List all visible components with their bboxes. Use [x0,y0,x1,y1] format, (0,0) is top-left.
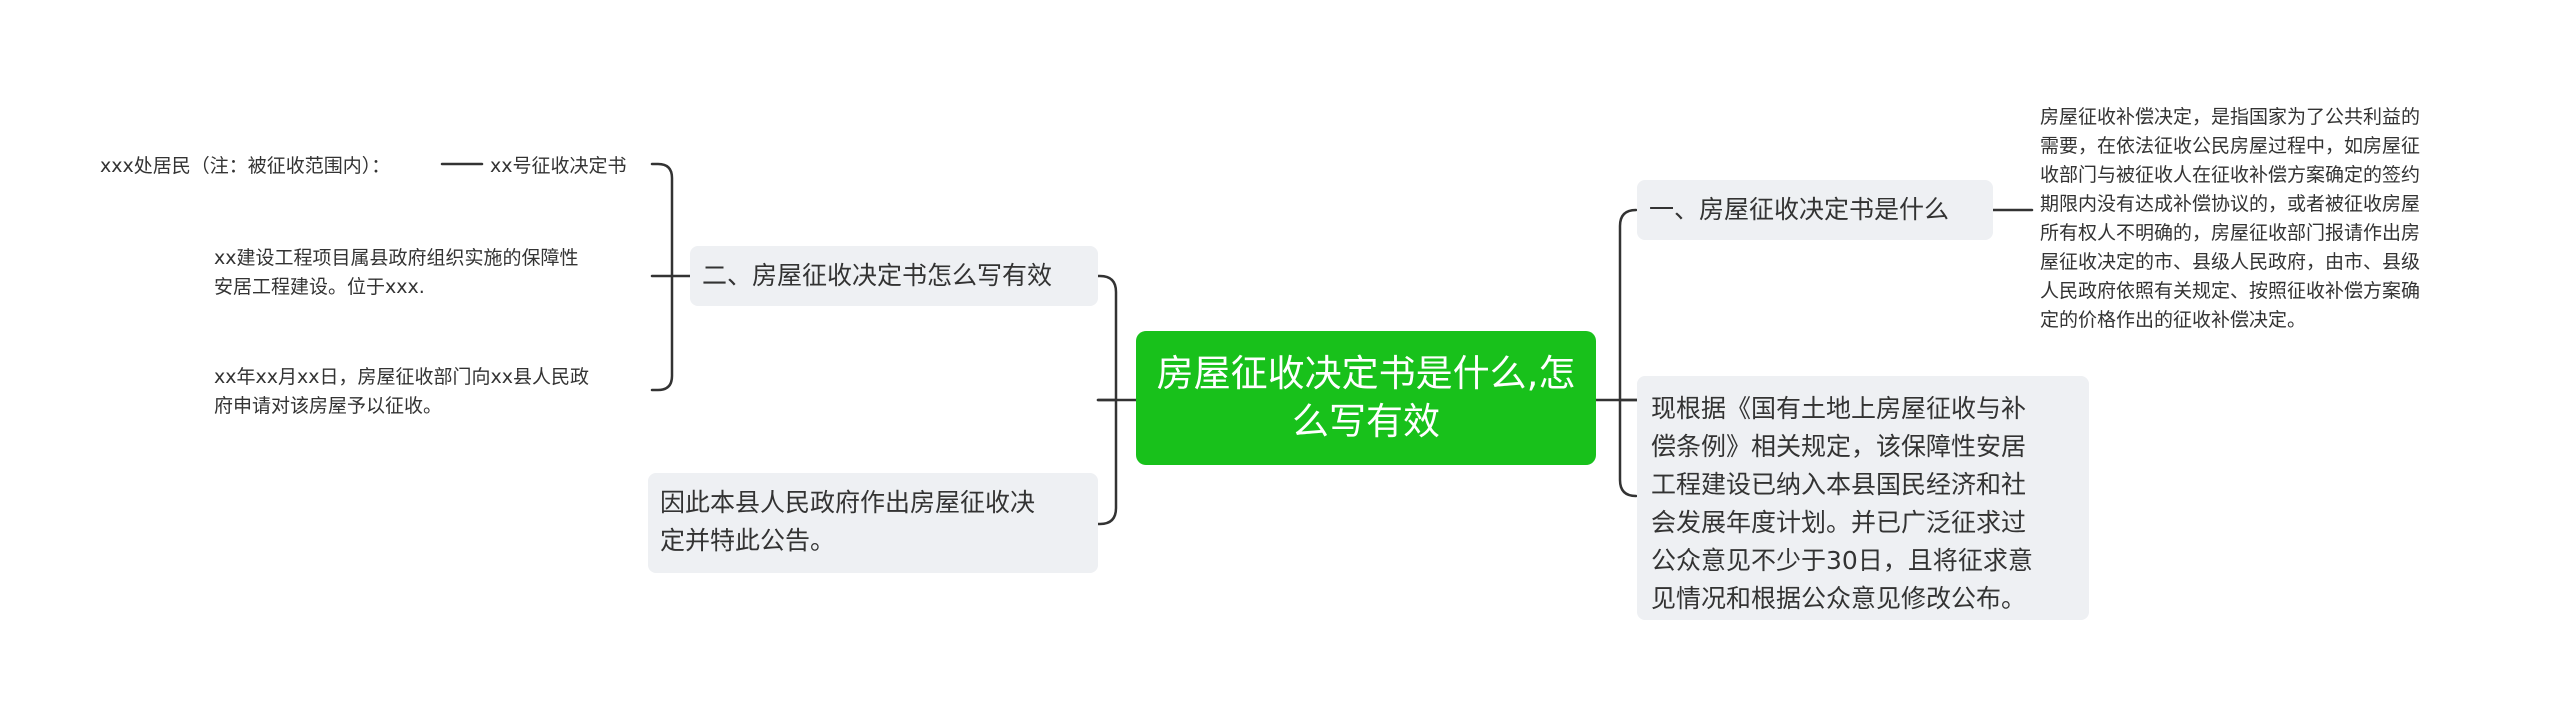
subtopic-application-date[interactable]: xx年xx月xx日，房屋征收部门向xx县人民政 府申请对该房屋予以征收。 [214,366,589,417]
topic-announcement[interactable]: 因此本县人民政府作出房屋征收决 定并特此公告。 [648,473,1098,573]
topic-legal-basis[interactable]: 现根据《国有土地上房屋征收与补 偿条例》相关规定，该保障性安居 工程建设已纳入本… [1637,376,2089,620]
link-right-bracket [1618,208,1639,498]
subtopic-project-info[interactable]: xx建设工程项目属县政府组织实施的保障性 安居工程建设。位于xxx. [214,247,579,298]
topic-what-is-decision[interactable]: 一、房屋征收决定书是什么 [1637,180,1993,240]
topic-how-to-write[interactable]: 二、房屋征收决定书怎么写有效 [690,246,1098,306]
root-topic[interactable]: 房屋征收决定书是什么,怎 么写有效 [1136,331,1596,465]
link-left-bracket [1096,274,1118,526]
subtopic-residents[interactable]: xxx处居民（注：被征收范围内）： [100,155,391,177]
subtopic-decision-number[interactable]: xx号征收决定书 [490,155,627,177]
link-left-branch1-bracket [650,162,692,392]
detail-what-is-decision[interactable]: 房屋征收补偿决定，是指国家为了公共利益的 需要，在依法征收公民房屋过程中，如房屋… [2040,106,2421,331]
